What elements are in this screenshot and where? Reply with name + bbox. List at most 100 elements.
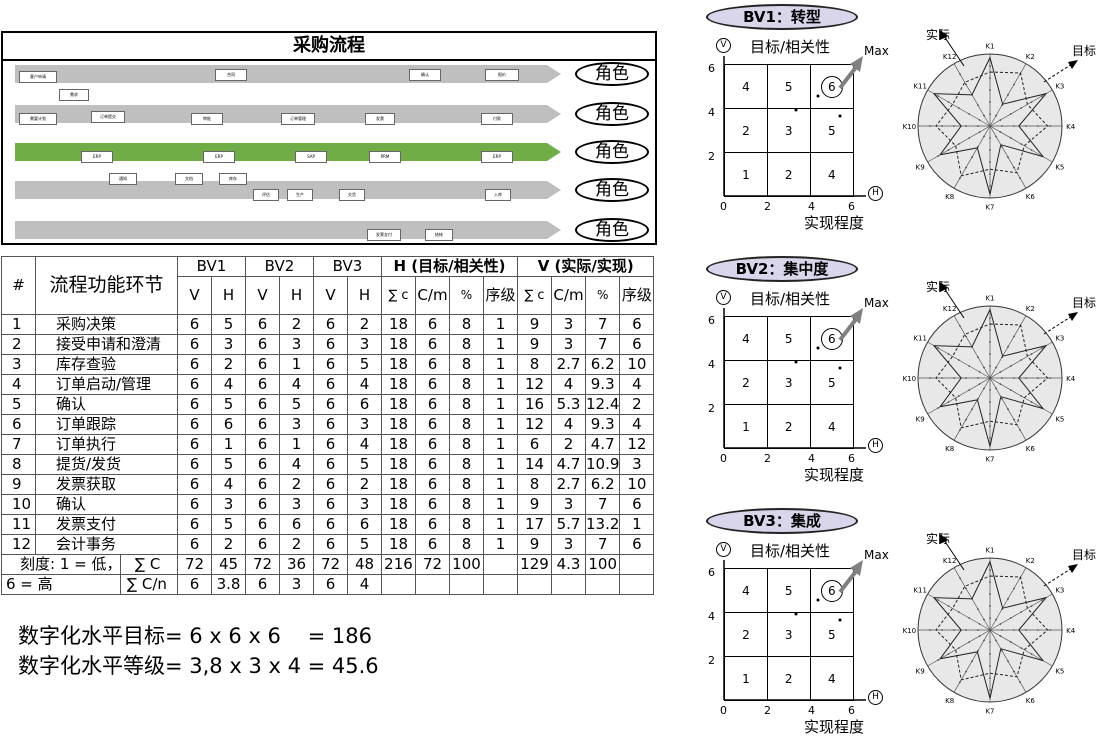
cell-hr: 1 [483,374,518,395]
cell-hs: 18 [381,434,416,455]
matrix-point [816,346,820,350]
cell-vc: 2.7 [551,354,586,375]
radar-tick [978,131,981,133]
cell-h1: 2 [211,354,246,375]
cell-v1: 6 [177,334,212,355]
cell-hp: 8 [449,514,484,535]
radar-tick [958,647,960,649]
matrix-y-label: 目标/相关性 [750,290,831,308]
cell-vp: 6.2 [584,474,621,495]
cell-hp: 8 [449,494,484,515]
bv-title: BV3：集成 [706,508,858,534]
radar-axis-label: K10 [903,375,917,383]
cell-vr: 4 [619,374,655,395]
sum-cell: 45 [211,554,246,575]
swimlane: 需要计划订单提交审批订单管理发票付款 [15,105,561,125]
header-hash: # [1,256,36,315]
cell-h1: 5 [211,514,246,535]
cell-hp: 8 [449,374,484,395]
radar-axis-label: K3 [1055,587,1064,595]
cell-v2: 6 [245,314,280,335]
radar-tick [1007,660,1009,662]
cell-vp: 9.3 [584,414,621,435]
cell-hp: 8 [449,394,484,415]
cell-vc: 3 [551,534,586,555]
cell-v3: 6 [313,374,348,395]
matrix-cell: 3 [766,360,811,405]
process-step-box: ERP [81,151,113,163]
radar-tick [989,413,991,415]
actual-pointer-head [940,534,948,544]
cell-v3: 6 [313,494,348,515]
cell-v3: 6 [313,534,348,555]
row-number: 6 [1,414,36,435]
cell-h1: 4 [211,374,246,395]
x-tick: 0 [720,452,727,465]
radar-tick [958,611,960,613]
radar-tick [1009,617,1012,619]
cell-vc: 2.7 [551,474,586,495]
max-arrow-head [850,308,863,324]
matrix-axes [723,560,866,701]
cell-hc: 6 [415,374,450,395]
radar-tick [1001,629,1003,631]
matrix-cell: 4 [809,656,855,701]
cell-v3: 6 [313,354,348,375]
cell-hc: 6 [415,434,450,455]
radar-tick [959,325,961,327]
radar-tick [1030,149,1033,151]
radar-tick [937,407,939,409]
radar-tick [989,689,991,691]
radar-tick [983,618,985,621]
sumn-cell [483,574,518,595]
swimlane-bar [15,221,547,239]
y-tick: 4 [708,610,715,623]
sub-h-cm: C/m [415,276,450,315]
target-pointer-head [1068,564,1078,573]
process-step-box: 确认 [409,69,441,81]
radar-tick [1001,104,1003,107]
actual-pointer-head [940,282,948,292]
radar-axis-label: K8 [945,445,954,453]
radar-axis-label: K5 [1055,163,1064,171]
process-step-box: 订单提交 [91,111,125,123]
matrix-cell-value: 3 [784,627,793,642]
matrix-cell-value: 2 [742,123,750,138]
radar-tick [947,353,950,355]
radar-tick [989,593,991,595]
cell-h3: 4 [347,374,382,395]
cell-v2: 6 [245,514,280,535]
cell-v3: 6 [313,414,348,435]
sumn-label: ∑ C/n [120,575,178,594]
cell-hr: 1 [483,334,518,355]
process-step-box: ERP [481,151,513,163]
cell-vr: 10 [619,474,655,495]
cell-vr: 6 [619,534,655,555]
cell-hs: 18 [381,474,416,495]
radar-tick [977,377,979,379]
radar-tick [1030,353,1033,355]
cell-hs: 18 [381,394,416,415]
sum-label: ∑ C [120,555,176,574]
radar-tick [1013,166,1015,169]
formula-target: 数字化水平目标= 6 x 6 x 6 = 186 [18,624,372,648]
cell-h3: 2 [347,474,382,495]
cell-v3: 6 [313,394,348,415]
matrix-cell: 2 [724,612,768,657]
radar-tick [989,149,991,151]
header-h: H (目标/相关性) [381,256,518,277]
matrix-point [816,598,820,602]
row-number: 9 [1,474,36,495]
radar-axis-label: K10 [903,627,917,635]
cell-vc: 5.7 [551,514,586,535]
radar-axis-label: K9 [916,667,925,675]
matrix-cell-value: 2 [784,167,793,182]
cell-h3: 5 [347,454,382,475]
matrix-x-label: 实现程度 [804,466,865,484]
radar-tick [947,401,950,403]
cell-vc: 3 [551,494,586,515]
radar-tick [989,329,991,331]
